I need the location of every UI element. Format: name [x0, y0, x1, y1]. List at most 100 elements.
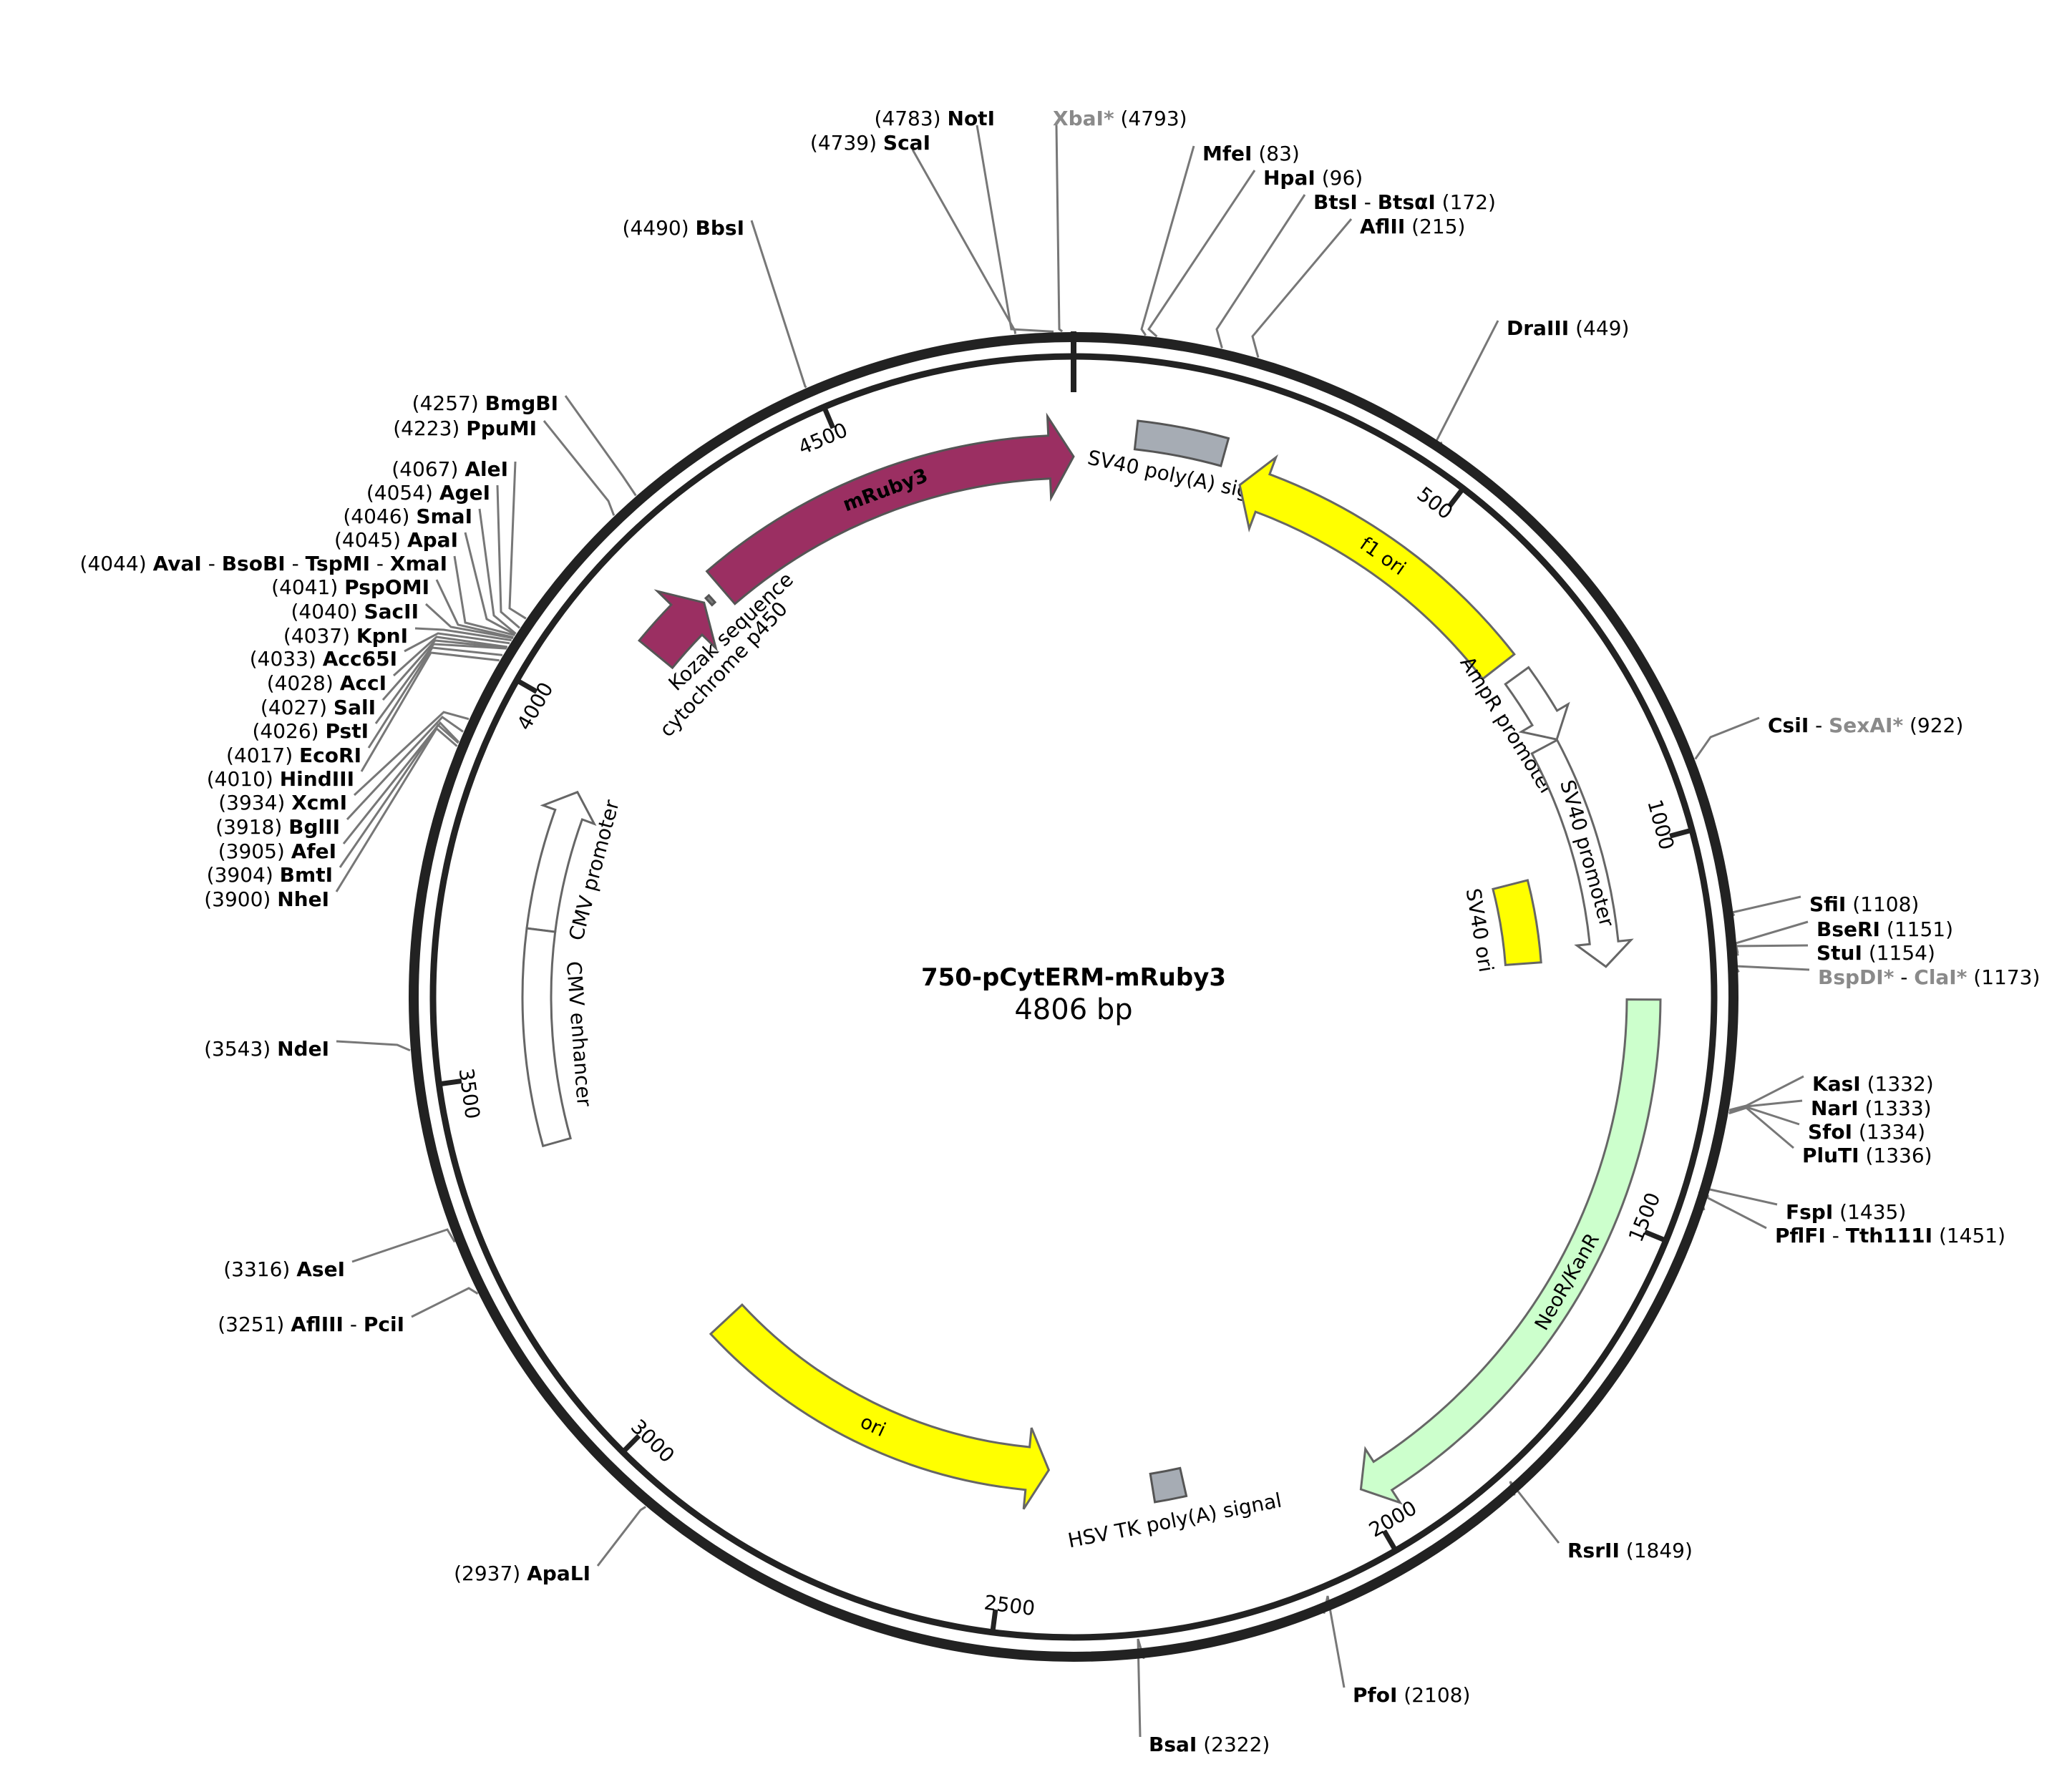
site-rsrii[interactable]: RsrII (1849): [1509, 1481, 1693, 1562]
site-agei[interactable]: (4054) AgeI: [366, 481, 520, 629]
site-label[interactable]: (4739) ScaI: [810, 131, 930, 155]
site-label[interactable]: (4027) SalI: [261, 696, 376, 719]
site-label[interactable]: (4026) PstI: [252, 719, 369, 743]
site-sacii[interactable]: (4040) SacII: [291, 600, 513, 640]
feature-ori[interactable]: ori: [709, 1303, 1051, 1510]
site-draiii[interactable]: DraIII (449): [1433, 316, 1629, 445]
site-scai[interactable]: (4739) ScaI: [810, 131, 1017, 334]
site-fspi[interactable]: FspI (1435): [1701, 1186, 1906, 1224]
site-label[interactable]: CsiI - SexAI* (922): [1768, 714, 1963, 737]
site-ndei[interactable]: (3543) NdeI: [204, 1037, 411, 1061]
site-label[interactable]: FspI (1435): [1786, 1200, 1906, 1224]
site-label[interactable]: (4046) SmaI: [343, 505, 472, 528]
site-bbsi[interactable]: (4490) BbsI: [623, 216, 807, 389]
site-xbai[interactable]: XbaI* (4793): [1053, 107, 1187, 333]
feature-sv40-promoter[interactable]: SV40 promoter: [1530, 739, 1634, 968]
site-alei[interactable]: (4067) AleI: [391, 457, 527, 620]
site-label[interactable]: (4257) BmgBI: [412, 391, 558, 415]
feature-cytochrome-p450[interactable]: cytochrome p450: [637, 589, 792, 741]
site-aflii[interactable]: AflII (215): [1251, 215, 1465, 358]
site-bglii[interactable]: (3918) BglII: [215, 716, 464, 839]
site-label[interactable]: (4054) AgeI: [366, 481, 490, 505]
cytochrome-p450-glyph[interactable]: [637, 589, 719, 670]
site-label[interactable]: HpaI (96): [1263, 166, 1363, 190]
site-label[interactable]: (4037) KpnI: [283, 624, 408, 648]
site-label[interactable]: BseRI (1151): [1816, 917, 1953, 941]
site-apali[interactable]: (2937) ApaLI: [454, 1506, 647, 1585]
site-ecori[interactable]: (4017) EcoRI: [226, 646, 503, 767]
site-pfoi[interactable]: PfoI (2108): [1323, 1595, 1471, 1707]
site-label[interactable]: (4033) Acc65I: [250, 647, 397, 671]
ori-glyph[interactable]: [709, 1303, 1051, 1510]
site-label[interactable]: XbaI* (4793): [1053, 107, 1187, 130]
site-label[interactable]: (4783) NotI: [875, 107, 996, 130]
site-acci[interactable]: (4028) AccI: [267, 636, 508, 695]
site-label[interactable]: (3316) AseI: [223, 1257, 345, 1281]
feature-cmv-enhancer[interactable]: CMV enhancer: [521, 927, 596, 1148]
site-label[interactable]: (4067) AleI: [391, 457, 508, 481]
site-label[interactable]: (3251) AflIII - PciI: [218, 1313, 404, 1336]
feature-hsv-tk-polya[interactable]: HSV TK poly(A) signal: [1066, 1466, 1283, 1552]
site-ppumi[interactable]: (4223) PpuMI: [393, 417, 616, 516]
kozak-glyph[interactable]: [704, 593, 717, 607]
site-smai[interactable]: (4046) SmaI: [343, 505, 517, 635]
site-hpai[interactable]: HpaI (96): [1147, 166, 1363, 338]
site-label[interactable]: (4040) SacII: [291, 600, 419, 623]
site-label[interactable]: StuI (1154): [1816, 941, 1935, 965]
feature-mruby3[interactable]: mRuby3: [705, 412, 1075, 605]
site-apai[interactable]: (4045) ApaI: [334, 528, 516, 636]
site-label[interactable]: DraIII (449): [1507, 316, 1629, 340]
site-pluti[interactable]: PluTI (1336): [1728, 1106, 1932, 1167]
feature-neor-kanr[interactable]: NeoR/KanR: [1359, 998, 1662, 1505]
site-label[interactable]: SfoI (1334): [1808, 1120, 1925, 1144]
site-label[interactable]: (3543) NdeI: [204, 1037, 329, 1061]
site-sfoi[interactable]: SfoI (1334): [1728, 1106, 1925, 1144]
neor-kanr-glyph[interactable]: [1359, 998, 1662, 1505]
feature-cmv-promoter[interactable]: CMV promoter: [525, 790, 624, 943]
site-pflfi[interactable]: PflFI - Tth111I (1451): [1698, 1192, 2005, 1247]
site-kpni[interactable]: (4037) KpnI: [283, 624, 512, 648]
site-psti[interactable]: (4026) PstI: [252, 643, 507, 743]
site-stui[interactable]: StuI (1154): [1734, 941, 1935, 965]
site-label[interactable]: BsaI (2322): [1149, 1733, 1270, 1756]
site-label[interactable]: (3905) AfeI: [218, 839, 336, 863]
site-label[interactable]: (3934) XcmI: [218, 791, 347, 814]
site-xcmi[interactable]: (3934) XcmI: [218, 711, 470, 814]
site-bmgbi[interactable]: (4257) BmgBI: [412, 391, 637, 497]
site-label[interactable]: (4045) ApaI: [334, 528, 458, 552]
f1-ori-glyph[interactable]: [1238, 454, 1516, 681]
site-label[interactable]: SfiI (1108): [1809, 892, 1919, 916]
site-btsi[interactable]: BtsI - BtsαI (172): [1215, 190, 1496, 349]
hsv-tk-polya-glyph[interactable]: [1149, 1466, 1188, 1504]
site-asei[interactable]: (3316) AseI: [223, 1228, 456, 1281]
site-afliii[interactable]: (3251) AflIII - PciI: [218, 1287, 479, 1336]
site-label[interactable]: AflII (215): [1360, 215, 1465, 238]
sv40-ori-glyph[interactable]: [1492, 879, 1542, 967]
site-label[interactable]: (3904) BmtI: [207, 863, 333, 887]
site-label[interactable]: NarI (1333): [1811, 1096, 1932, 1120]
site-label[interactable]: (3918) BglII: [215, 815, 340, 839]
site-avai[interactable]: (4044) AvaI - BsoBI - TspMI - XmaI: [80, 552, 515, 637]
site-bmti[interactable]: (3904) BmtI: [207, 723, 459, 887]
site-mfei[interactable]: MfeI (83): [1140, 142, 1300, 336]
site-pspomi[interactable]: (4041) PspOMI: [271, 575, 514, 639]
sv40-polya-glyph[interactable]: [1133, 419, 1230, 467]
site-label[interactable]: (4010) HindIII: [207, 767, 354, 791]
sv40-promoter-glyph[interactable]: [1530, 739, 1634, 968]
site-noti[interactable]: (4783) NotI: [875, 107, 1054, 333]
site-sali[interactable]: (4027) SalI: [261, 639, 507, 719]
site-label[interactable]: PluTI (1336): [1802, 1144, 1932, 1167]
site-label[interactable]: (2937) ApaLI: [454, 1562, 590, 1585]
site-label[interactable]: (4490) BbsI: [623, 216, 744, 240]
feature-f1-ori[interactable]: f1 ori: [1238, 454, 1516, 681]
mruby3-glyph[interactable]: [705, 412, 1075, 605]
site-afei[interactable]: (3905) AfeI: [218, 721, 459, 863]
site-label[interactable]: (4044) AvaI - BsoBI - TspMI - XmaI: [80, 552, 447, 575]
site-hindiii[interactable]: (4010) HindIII: [207, 651, 500, 791]
ampr-promoter-glyph[interactable]: [1504, 666, 1570, 741]
site-sfii[interactable]: SfiI (1108): [1730, 892, 1919, 917]
site-csii[interactable]: CsiI - SexAI* (922): [1694, 714, 1964, 760]
site-label[interactable]: (4017) EcoRI: [226, 744, 361, 767]
site-acc65i[interactable]: (4033) Acc65I: [250, 632, 510, 671]
site-label[interactable]: (4223) PpuMI: [393, 417, 537, 440]
